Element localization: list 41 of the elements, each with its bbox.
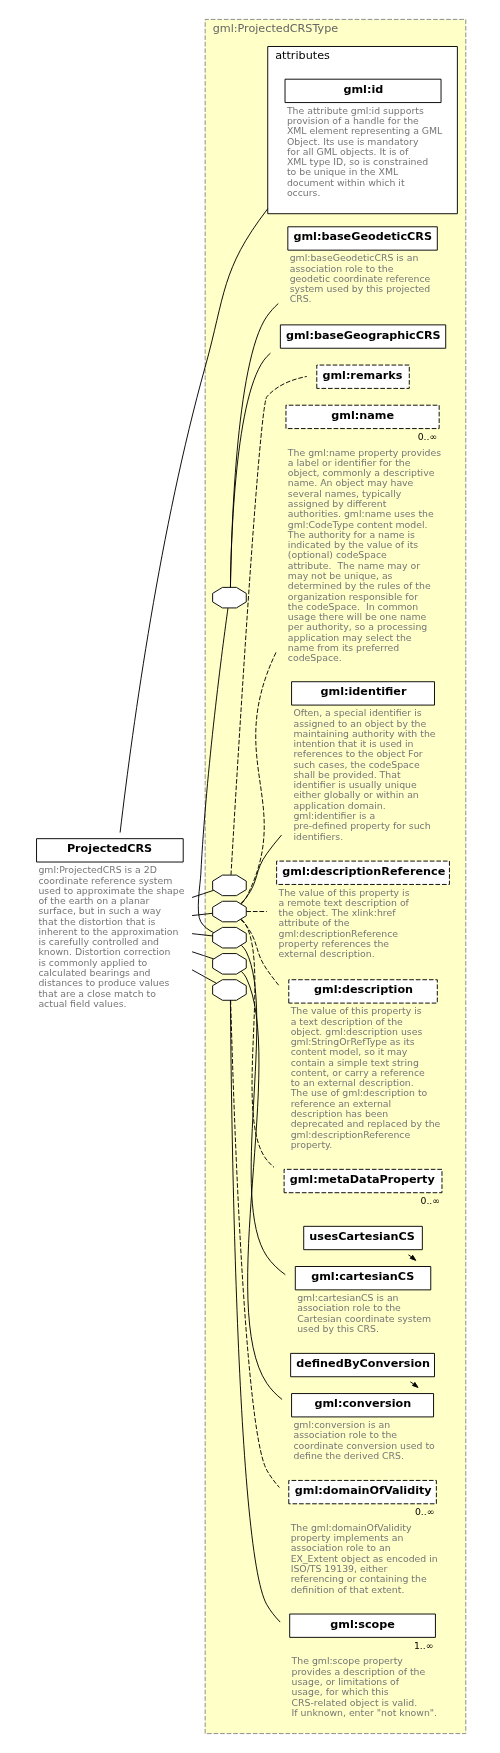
node-label: gml:ProjectedCRS is a 2D coordinate reference system used to approximate the shape of the earth on a planar surface, but in such a way that the distortion that is inherent to the approximation is carefully controlled and known. Distortion correction is commonly applied to calculated bearings and distances to produce values that are a close match to actual field values. (38, 864, 185, 1009)
node-octagon (212, 874, 247, 897)
node-octagon (212, 979, 247, 1001)
node-label: The value of this property is a remote text description of the object. The xlink:href attribute of the gml:descriptionReference property references the external description. (278, 886, 410, 960)
connector (246, 911, 268, 912)
node-octagon (212, 926, 247, 949)
node-label: gml:baseGeodeticCRS is an association role to the geodetic coordinate reference system used by this projected CRS. (289, 252, 431, 305)
connector (240, 918, 275, 1168)
connector (240, 919, 280, 986)
connector (191, 951, 215, 960)
node-octagon (212, 900, 247, 923)
arrow (409, 1381, 419, 1388)
node-label: The gml:name property provides a label or identifier for the object, commonly a descriptive name. An object may have several names, typically assigned by different authorities. gml:name uses the gml:CodeType content model. The authority for a name is indicated by the value of its (optional) codeSpace attribute. The name may or may not be unique, as determined by the rules of the organization responsible for the codeSpace. In common usage there will be one name per authority, so a processing application may select the name from its preferred codeSpace. (287, 446, 442, 664)
connector (240, 971, 283, 1400)
connector (240, 944, 286, 1276)
node-label: Often, a special identifier is assigned to an object by the maintaining authority with the intention that it is used in references to the object For such cases, the codeSpace shall be provided. That identifier is usually unique either globally or within an application domain. gml:identifier is a pre-defined property for such identifiers. (293, 707, 436, 842)
connector (230, 303, 279, 588)
node-label: The value of this property is a text description of the object. gml:description uses gml:StringOrRefType as its content model, so it may contain a simple text string content, or carry a reference to an external description. The use of gml:description to reference an external description has been deprecated and replaced by the gml:descriptionReference property. (290, 1005, 441, 1150)
node-label: The attribute gml:id supports provision of a handle for the XML element representing a GML Object. Its use is mandatory for all GML objects. It is of XML type ID, so is constrained to be unique in the XML document within which it occurs. (286, 104, 443, 198)
connector (229, 999, 281, 1623)
connector (191, 889, 215, 898)
connector (191, 933, 213, 937)
connector (240, 650, 278, 905)
connector (191, 912, 213, 917)
node-octagon (212, 953, 247, 975)
connector (230, 376, 308, 876)
node-octagon (212, 586, 247, 609)
node-label: The gml:domainOfValidity property implements an association role to an EX_Extent object as encoded in ISO/TS 19139, either referencing or containing the definition of that extent. (290, 1521, 438, 1595)
node-label: gml:conversion is an association role to the coordinate conversion used to define the derived CRS. (293, 1419, 435, 1461)
node-label: gml:cartesianCS is an association role to the Cartesian coordinate system used by this CRS. (297, 1292, 432, 1334)
connector (240, 834, 283, 904)
node-label: 0..∞ (420, 1194, 441, 1206)
node-label: 0..∞ (417, 430, 438, 442)
connector (191, 969, 217, 984)
connector (197, 607, 229, 934)
connector (230, 352, 271, 588)
arrow (407, 1254, 417, 1261)
node-label: The gml:scope property provides a description of the usage, or limitations of usage, for which this CRS-related object is valid. If unknown, enter "not known". (291, 1655, 438, 1718)
node-label: 1..∞ (413, 1639, 434, 1651)
node-label: 0..∞ (414, 1506, 435, 1517)
connector (119, 208, 269, 833)
